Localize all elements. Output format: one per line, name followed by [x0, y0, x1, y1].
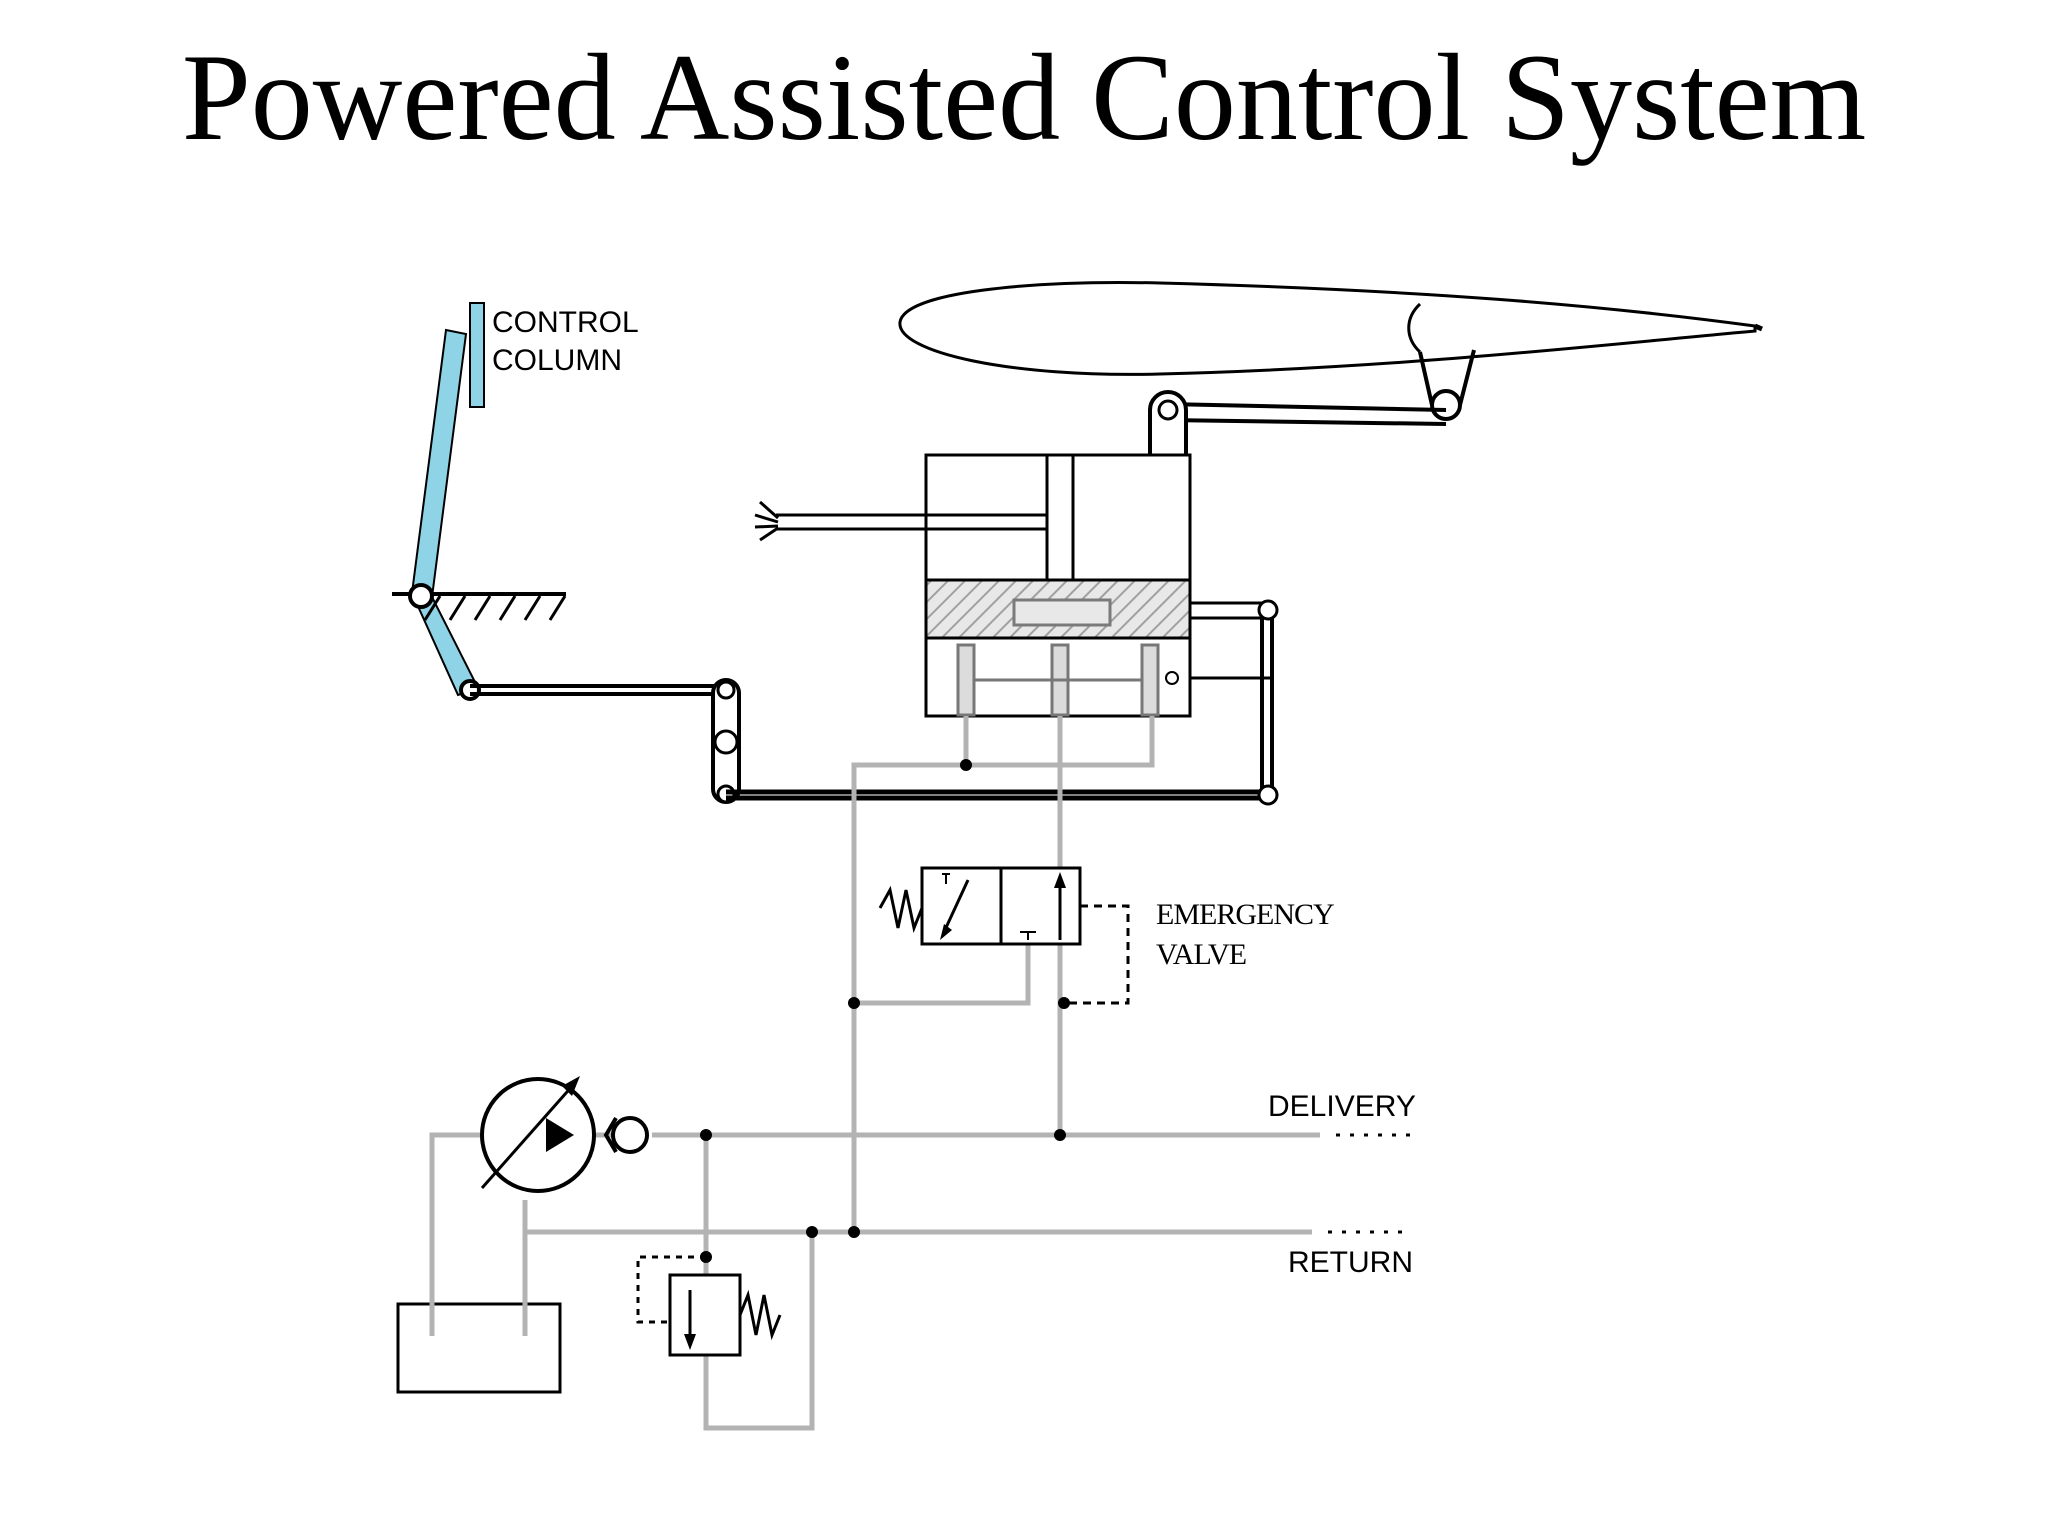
- emergency-valve-label-line2: VALVE: [1156, 938, 1246, 971]
- check-valve: [603, 1116, 649, 1154]
- page-title: Powered Assisted Control System: [181, 29, 1867, 166]
- emergency-valve-label-line1: EMERGENCY: [1156, 898, 1334, 931]
- relief-valve: [636, 1255, 782, 1357]
- junction-dots: [700, 759, 1066, 1263]
- hydraulic-lines: [429, 716, 1320, 1431]
- surface-linkage: [1148, 349, 1476, 455]
- airfoil: [898, 281, 1763, 376]
- emergency-valve: [848, 866, 1130, 1009]
- control-column: [392, 302, 1279, 806]
- variable-pump: [480, 1076, 596, 1193]
- delivery-label: DELIVERY: [1268, 1090, 1416, 1123]
- reservoir: [396, 1302, 562, 1394]
- control-column-label-line2: COLUMN: [492, 344, 622, 377]
- actuator-jack: [754, 453, 1192, 582]
- control-column-label-line1: CONTROL: [492, 306, 639, 339]
- servo-valve: [924, 578, 1279, 795]
- return-label: RETURN: [1288, 1246, 1413, 1279]
